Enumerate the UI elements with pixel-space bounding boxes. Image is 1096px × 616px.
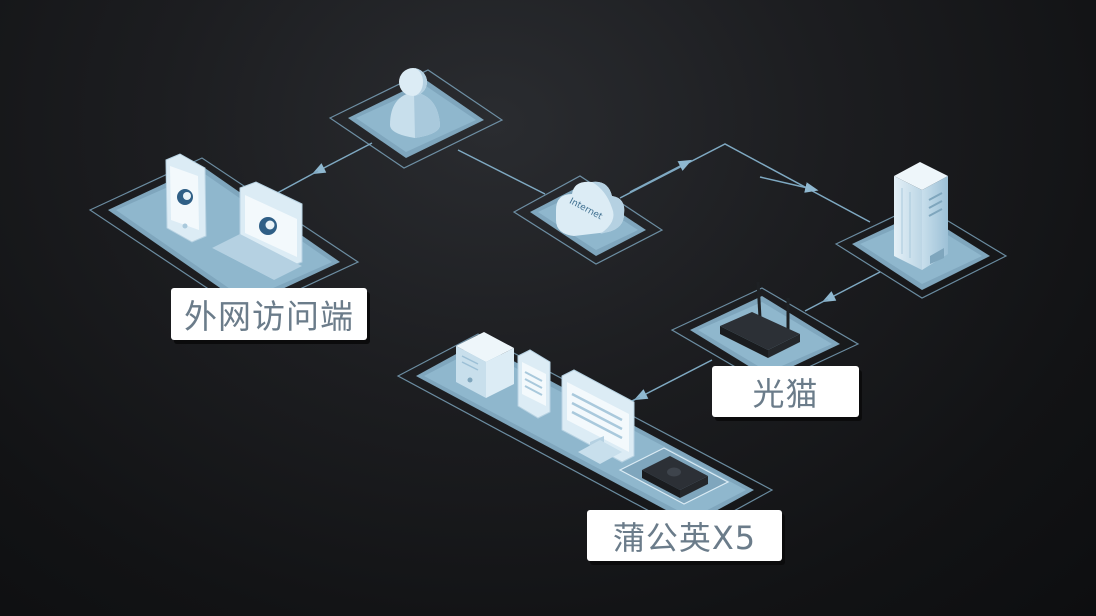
node-remote-access xyxy=(88,153,360,315)
cloud-icon: Internet xyxy=(556,181,625,236)
edge-internet-server xyxy=(619,143,871,223)
pc-case-icon xyxy=(456,332,514,398)
edge-modem-x5 xyxy=(633,359,713,401)
lan-tablet-icon xyxy=(517,349,551,419)
node-lan xyxy=(396,332,774,535)
edge-server-modem xyxy=(822,271,881,303)
node-user xyxy=(328,68,504,169)
x5-box-icon xyxy=(642,456,708,498)
label-modem: 光猫 xyxy=(712,366,859,417)
server-tower-icon xyxy=(894,162,948,270)
tablet-icon xyxy=(165,153,207,243)
node-modem xyxy=(670,281,860,387)
label-remote-access: 外网访问端 xyxy=(171,288,367,340)
person-icon xyxy=(390,68,440,138)
node-server xyxy=(834,162,1008,299)
edge-user-remote xyxy=(312,142,373,175)
node-internet: Internet xyxy=(512,175,664,265)
label-pgy-x5: 蒲公英X5 xyxy=(587,510,782,561)
connections xyxy=(267,142,881,408)
router-icon xyxy=(720,281,800,358)
monitor-icon xyxy=(561,369,635,464)
edge-user-internet xyxy=(457,149,546,195)
laptop-icon xyxy=(212,181,303,284)
